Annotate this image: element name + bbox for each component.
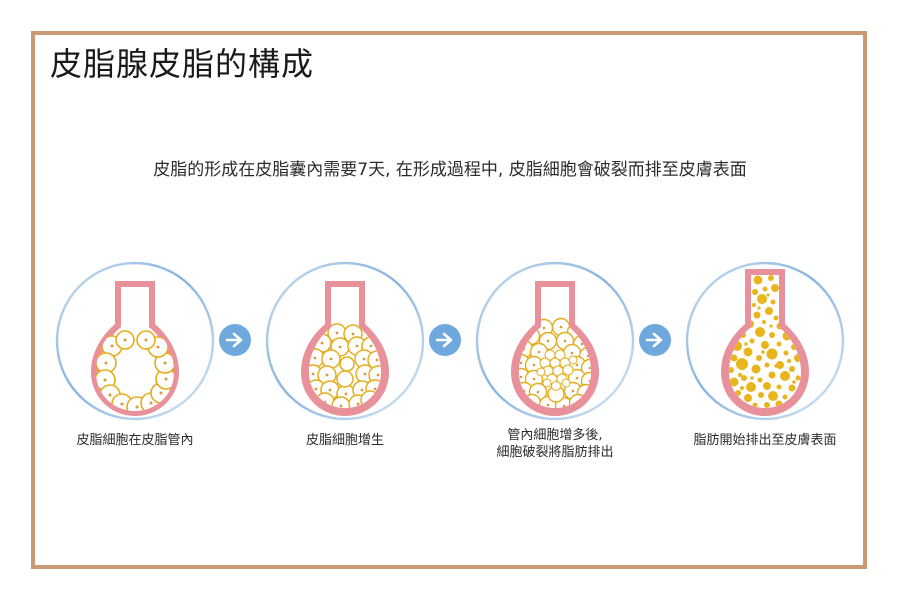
arrow-stage-3-to-4	[637, 322, 673, 358]
arrow-right-icon	[219, 324, 251, 356]
slide-frame-border	[31, 31, 867, 569]
stage-4-illustration	[672, 248, 858, 434]
stage-4-caption: 脂肪開始排出至皮膚表面	[693, 433, 837, 448]
arrow-stage-2-to-3	[427, 322, 463, 358]
stage-4-svg	[685, 261, 845, 421]
sebaceous-cells-group	[96, 330, 174, 411]
arrow-right-icon	[429, 324, 461, 356]
stage-2-illustration	[252, 248, 438, 434]
arrow-right-icon	[639, 324, 671, 356]
stage-diagram-row	[0, 248, 900, 438]
stage-3-svg	[475, 261, 635, 421]
stage-1-illustration	[42, 248, 228, 434]
lipid-droplets-group	[729, 275, 801, 408]
stage-2-caption: 皮脂細胞增生	[305, 433, 384, 448]
stage-2-svg	[265, 261, 425, 421]
stage-1-svg	[55, 261, 215, 421]
subtitle-text: 皮脂的形成在皮脂囊內需要7天, 在形成過程中, 皮脂細胞會破裂而排至皮膚表面	[153, 160, 747, 180]
page-title: 皮脂腺皮脂的構成	[50, 45, 315, 83]
duct-lumen	[99, 287, 171, 408]
stage-3-caption: 管內細胞增多後, 細胞破裂將脂肪排出	[496, 428, 614, 460]
stage-3-illustration	[462, 248, 648, 434]
arrow-stage-1-to-2	[217, 322, 253, 358]
stage-1-caption: 皮脂細胞在皮脂管內	[76, 433, 194, 448]
